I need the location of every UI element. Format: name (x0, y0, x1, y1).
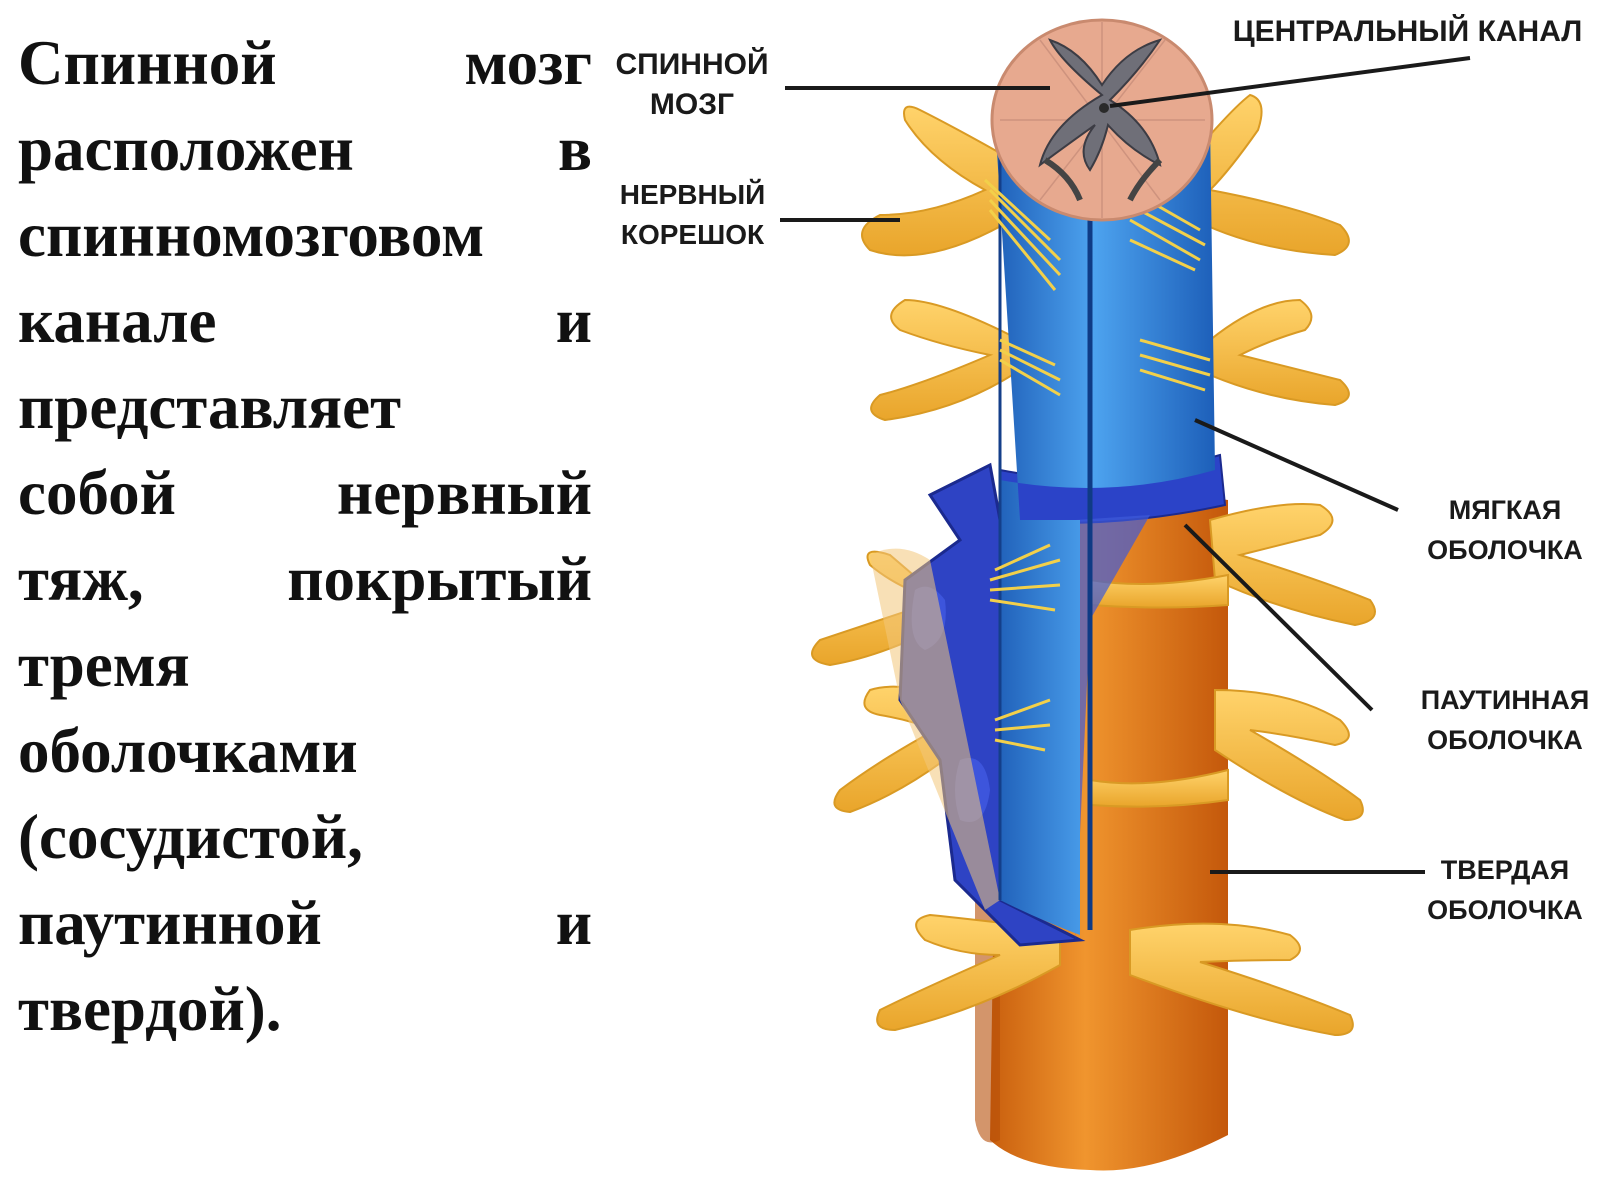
text-line: канале и (18, 278, 592, 364)
text-word: твердой). (18, 974, 282, 1044)
spinal-cord-body (995, 120, 1215, 935)
text-line: оболочками (18, 708, 592, 794)
label-line: КОРЕШОК (620, 219, 765, 250)
text-word: и (555, 286, 592, 356)
text-line: собой нервный (18, 450, 592, 536)
nerve-roots (811, 93, 1376, 1037)
text-word: представляет (18, 372, 402, 442)
text-line: Спинной мозг (18, 20, 592, 106)
text-word: спинномозговом (18, 200, 485, 270)
text-word: тремя (18, 630, 190, 700)
label-line: ОБОЛОЧКА (1427, 895, 1583, 925)
text-word: канале (18, 286, 217, 356)
label-central-canal: ЦЕНТРАЛЬНЫЙ КАНАЛ (1225, 12, 1590, 52)
label-line: СПИННОЙ (615, 48, 769, 81)
central-canal-dot (1099, 103, 1109, 113)
arachnoid-mater (870, 462, 1086, 947)
label-line: МОЗГ (649, 88, 735, 121)
label-arachnoid-mater: ПАУТИННАЯ ОБОЛОЧКА (1410, 680, 1600, 760)
cross-section (990, 18, 1214, 222)
text-line: спинномозговом (18, 192, 592, 278)
label-line: МЯГКАЯ (1448, 495, 1562, 525)
text-line: представляет (18, 364, 592, 450)
text-word: мозг (464, 28, 592, 98)
label-line: ОБОЛОЧКА (1427, 725, 1583, 755)
label-spinal-cord: СПИННОЙ МОЗГ (612, 45, 772, 125)
leader-pia (1194, 418, 1399, 512)
text-line: паутинной и (18, 880, 592, 966)
label-line: ТВЕРДАЯ (1440, 855, 1570, 885)
text-word: в (557, 114, 592, 184)
leader-central-canal (1109, 56, 1471, 108)
text-line: твердой). (18, 966, 592, 1052)
text-word: покрытый (287, 544, 592, 614)
text-word: собой (18, 458, 176, 528)
text-word: тяж, (18, 544, 144, 614)
label-line: НЕРВНЫЙ (619, 179, 766, 210)
label-pia-mater: МЯГКАЯ ОБОЛОЧКА (1415, 490, 1595, 570)
text-word: (сосудистой, (18, 802, 363, 872)
label-dura-mater: ТВЕРДАЯ ОБОЛОЧКА (1415, 850, 1595, 930)
text-line: (сосудистой, (18, 794, 592, 880)
label-nerve-root: НЕРВНЫЙ КОРЕШОК (610, 175, 775, 255)
text-line: расположен в (18, 106, 592, 192)
text-line: тремя (18, 622, 592, 708)
body-text: Спинной мозг расположен в спинномозговом кана… (18, 20, 592, 1052)
text-word: оболочками (18, 716, 358, 786)
label-line: ЦЕНТРАЛЬНЫЙ КАНАЛ (1232, 15, 1583, 48)
rootlets (983, 178, 1211, 752)
label-line: ПАУТИННАЯ (1420, 685, 1590, 715)
text-word: паутинной (18, 888, 322, 958)
leader-arachnoid (1183, 523, 1374, 712)
text-word: и (555, 888, 592, 958)
text-word: нервный (336, 458, 592, 528)
text-word: расположен (18, 114, 354, 184)
label-line: ОБОЛОЧКА (1427, 535, 1583, 565)
text-word: Спинной (18, 28, 277, 98)
text-line: тяж, покрытый (18, 536, 592, 622)
leader-lines (780, 56, 1471, 874)
